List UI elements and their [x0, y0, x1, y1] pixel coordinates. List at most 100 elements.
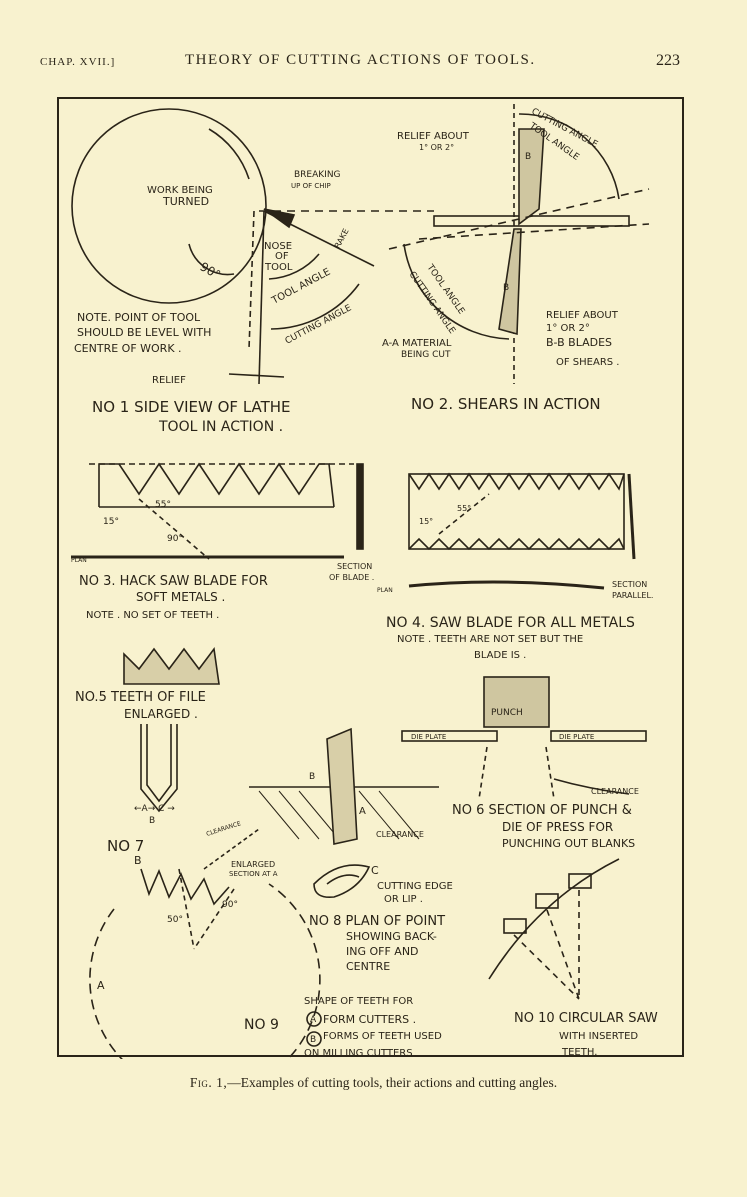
no4-top-teeth	[408, 472, 625, 491]
figure-linework	[71, 104, 650, 1059]
no6-die-plate-right	[550, 730, 647, 742]
no9-cutter-circle	[89, 883, 321, 1059]
caption-text: —Examples of cutting tools, their action…	[227, 1075, 558, 1090]
no1-tool-label: TOOL	[264, 262, 293, 273]
no2-title: No 2. SHEARS IN ACTION	[411, 395, 601, 413]
no1-cutting-angle-label: CUTTING ANGLE	[284, 303, 354, 346]
no3-note: NOTE . NO SET OF TEETH .	[86, 610, 219, 621]
no2-tool-arc	[403, 243, 510, 340]
no1-nose-label: NOSE	[264, 241, 292, 252]
no1-rotation-arc	[208, 128, 250, 180]
no1-chip-label: UP OF CHIP	[291, 182, 331, 190]
no8-title-1: No 8 PLAN OF POINT	[309, 914, 445, 929]
no1-work-label: WORK BEING	[147, 185, 213, 196]
no2-bb-1: B-B BLADES	[546, 336, 612, 349]
figure-plate: WORK BEING TURNED BREAKING UP OF CHIP NO…	[57, 97, 684, 1059]
no10-tooth-2	[535, 893, 559, 909]
no7-b: B	[149, 816, 155, 826]
no2-material	[433, 215, 630, 227]
no10-radial-1	[513, 934, 580, 1000]
no8-c-label: C	[371, 864, 379, 877]
no2-angle-line-2	[418, 223, 650, 240]
no6-clear-right	[545, 746, 555, 800]
no3-section-2: OF BLADE .	[329, 573, 374, 582]
no1-breaking-label: BREAKING	[294, 170, 341, 180]
no9-note-a2: FORM CUTTERS .	[323, 1013, 416, 1026]
no9-note-a1: SHAPE OF TEETH FOR	[304, 996, 413, 1007]
no4-title: No 4. SAW BLADE FOR ALL METALS	[386, 615, 635, 631]
no2-relief-2: RELIEF ABOUT	[546, 310, 619, 321]
no4-section-2: PARALLEL.	[612, 591, 653, 600]
no5-title-2: ENLARGED .	[124, 707, 198, 721]
no8-edge-1: CUTTING EDGE	[377, 881, 453, 892]
no1-tool-face	[258, 210, 265, 385]
drill-hatching	[258, 790, 420, 840]
no2-blade-b-top	[518, 128, 545, 226]
figure-drawing: WORK BEING TURNED BREAKING UP OF CHIP NO…	[71, 104, 658, 1059]
no6-clear-left	[478, 746, 488, 800]
no9-enlarged-1: ENLARGED	[231, 860, 275, 869]
no3-title-2: SOFT METALS .	[136, 590, 225, 604]
no1-tool-angle-arc	[268, 253, 320, 280]
no9-90-label: 90°	[222, 900, 238, 910]
no2-relief-2b: 1° OR 2°	[546, 323, 590, 334]
no1-note-2: SHOULD BE LEVEL WITH	[77, 326, 211, 339]
no4-section-1: SECTION	[612, 580, 647, 589]
no4-15-label: 15°	[419, 517, 433, 526]
no9-a-label: A	[97, 979, 105, 992]
drill-clearance: CLEARANCE	[376, 830, 424, 839]
no10-radial-2	[546, 909, 580, 1000]
no6-punch-label: PUNCH	[491, 708, 523, 718]
no10-tooth-3	[568, 873, 592, 889]
no3-teeth	[98, 462, 335, 508]
no1-relief-label: RELIEF	[152, 375, 186, 386]
no2-angle-line-1	[388, 188, 650, 250]
no3-angle-line	[138, 498, 210, 560]
figure-caption: Fig. 1,—Examples of cutting tools, their…	[0, 1075, 747, 1091]
no1-work-circle	[71, 108, 267, 304]
no1-90-label: 90°	[198, 259, 223, 282]
no6-clearance-arrow	[553, 778, 630, 795]
no2-relief-1b: 1° OR 2°	[419, 143, 454, 152]
drill-body	[326, 727, 358, 845]
no4-note-2: BLADE IS .	[474, 650, 526, 661]
no3-title-1: No 3. HACK SAW BLADE FOR	[79, 574, 268, 589]
no9-note-b1: FORMS OF TEETH USED	[323, 1031, 442, 1042]
no1-vertical	[248, 210, 255, 350]
no1-of-label: OF	[275, 251, 289, 262]
no7-dims: ←A→ C →	[134, 804, 175, 814]
no1-rake-line	[263, 210, 375, 267]
no1-turned-label: TURNED	[162, 195, 209, 208]
no9-clearance: CLEARANCE	[205, 820, 242, 838]
no4-section	[627, 473, 636, 560]
chapter-label: CHAP. XVII.]	[40, 56, 116, 68]
no8-title-3: ING OFF AND	[346, 945, 419, 958]
no3-section	[356, 463, 364, 550]
no1-rake-label: RAKE	[333, 227, 351, 250]
drill-a-label: A	[359, 806, 366, 817]
page-title: THEORY OF CUTTING ACTIONS OF TOOLS.	[185, 52, 536, 68]
no9-circle-b: B	[310, 1035, 316, 1045]
no7-title: No 7	[107, 837, 144, 855]
no2-b-bottom: B	[503, 283, 509, 293]
no9-radial-2	[193, 888, 235, 950]
no7-drill-outline	[140, 724, 178, 813]
no8-lip	[326, 874, 360, 885]
no9-enlarged-2: SECTION AT A	[229, 870, 278, 878]
no4-note-1: NOTE . TEETH ARE NOT SET BUT THE	[397, 634, 583, 645]
no6-punch	[483, 676, 550, 728]
no1-cutting-angle-arc	[270, 283, 360, 330]
no6-clearance: CLEARANCE	[591, 787, 639, 796]
no8-title-4: CENTRE	[346, 960, 390, 973]
no6-title-2: DIE OF PRESS FOR	[502, 820, 613, 834]
no10-title-3: TEETH.	[561, 1047, 597, 1058]
no7-drill-inner	[146, 724, 172, 803]
no3-55-label: 55°	[155, 500, 171, 510]
no9-note-b2: ON MILLING CUTTERS	[304, 1048, 413, 1059]
no10-title-1: No 10 CIRCULAR SAW	[514, 1011, 658, 1026]
no1-note-1: NOTE. POINT OF TOOL	[77, 311, 201, 324]
no6-title-3: PUNCHING OUT BLANKS	[502, 837, 635, 850]
no5-teeth	[123, 646, 220, 685]
no10-tooth-1	[503, 918, 527, 934]
no2-relief-1: RELIEF ABOUT	[397, 131, 470, 142]
